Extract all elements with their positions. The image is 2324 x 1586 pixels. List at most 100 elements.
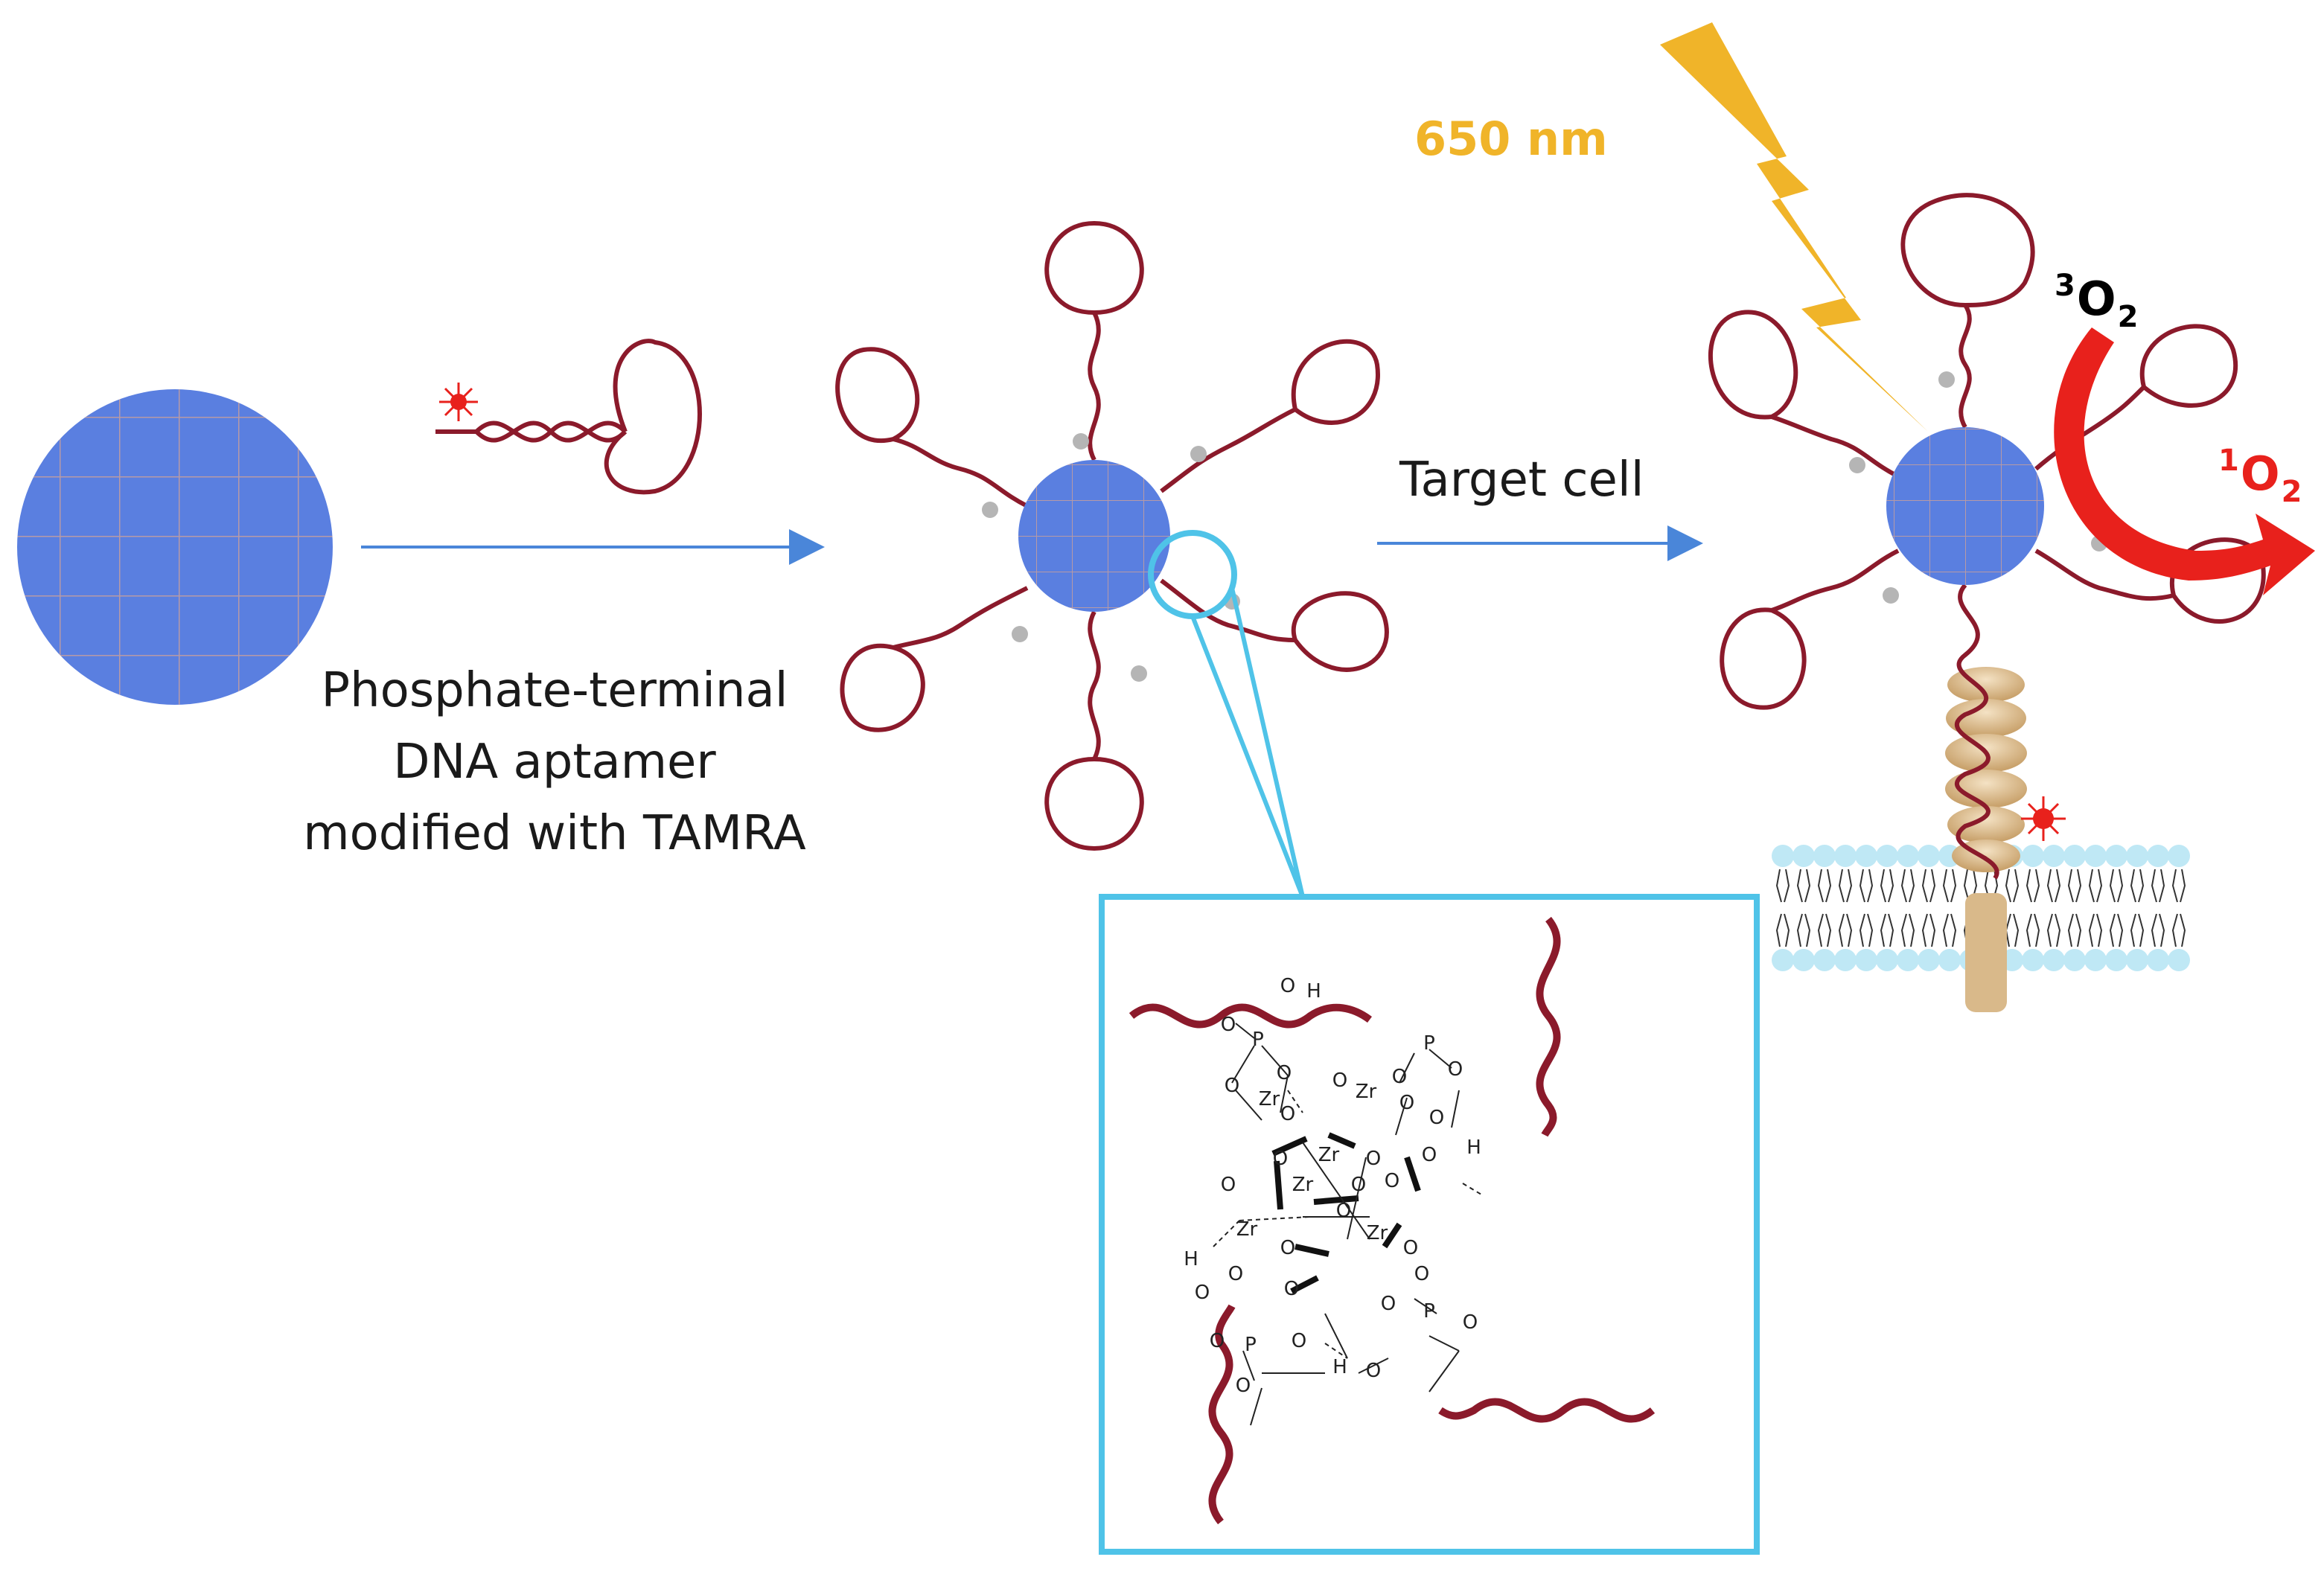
lipid-tail	[2025, 913, 2040, 947]
oxygen-subscript: 2	[2281, 475, 2302, 509]
lipid-head-outer	[2126, 845, 2148, 867]
atom-label: O	[1280, 1237, 1295, 1259]
atom-label: O	[1273, 1148, 1288, 1170]
atom-label: O	[1236, 1375, 1251, 1397]
lipid-head-outer	[2147, 845, 2169, 867]
atom-label: O	[1228, 1263, 1243, 1285]
lipid-head-inner	[2022, 949, 2044, 971]
atom-label: O	[1225, 1075, 1239, 1097]
atom-label: O	[1381, 1293, 1396, 1315]
zr-cluster-structure: O P O H O O O Zr O O P O O O Zr H O O Zr…	[1102, 897, 1757, 1552]
step-2-caption: Target cell	[1399, 453, 1644, 508]
lipid-tail	[1796, 913, 1811, 947]
atom-label: O	[1448, 1058, 1463, 1081]
lipid-tail	[2088, 913, 2103, 947]
lipid-tail	[1942, 869, 1957, 903]
lipid-head-inner	[1938, 949, 1961, 971]
lipid-head-inner	[1855, 949, 1877, 971]
lipid-tail	[1817, 913, 1832, 947]
lipid-head-inner	[2084, 949, 2107, 971]
atom-label: O	[1221, 1174, 1236, 1196]
lipid-tail	[1880, 869, 1894, 903]
bare-mof-particle	[17, 389, 333, 705]
atom-label: O	[1280, 975, 1295, 997]
atom-label: O	[1392, 1066, 1407, 1088]
lipid-tail	[2067, 913, 2082, 947]
atom-label: O	[1336, 1200, 1351, 1222]
lipid-tail	[2130, 913, 2145, 947]
caption-line-3: modified with TAMRA	[303, 806, 806, 861]
atom-label: O	[1221, 1014, 1236, 1036]
lipid-tail	[2130, 869, 2145, 903]
lipid-head-inner	[1772, 949, 1794, 971]
lipid-tail	[1900, 869, 1915, 903]
oxygen-subscript: 2	[2117, 300, 2139, 334]
atom-label: O	[1284, 1278, 1299, 1300]
lipid-head-inner	[1813, 949, 1836, 971]
atom-label: P	[1252, 1029, 1264, 1051]
atom-label: Zr	[1292, 1174, 1314, 1196]
atom-label: Zr	[1236, 1218, 1258, 1241]
tamra-dye-icon	[439, 383, 478, 421]
atom-label: O	[1414, 1263, 1429, 1285]
atom-label: O	[1399, 1092, 1414, 1114]
singlet-oxygen-label: 1O2	[2218, 444, 2302, 509]
lipid-head-outer	[2043, 845, 2065, 867]
lipid-head-outer	[2063, 845, 2086, 867]
caption-line-2: DNA aptamer	[393, 735, 716, 790]
atom-label: P	[1423, 1032, 1435, 1055]
lipid-head-inner	[2126, 949, 2148, 971]
lipid-head-outer	[1876, 845, 1898, 867]
singlet-oxygen-arrow	[2054, 327, 2315, 595]
lipid-tail	[2067, 869, 2082, 903]
lipid-tail	[1859, 869, 1874, 903]
lipid-head-inner	[1834, 949, 1857, 971]
lipid-tail	[1775, 869, 1790, 903]
zoom-connector	[1190, 587, 1305, 898]
lipid-head-inner	[2063, 949, 2086, 971]
lipid-tail	[1775, 913, 1790, 947]
lipid-head-outer	[2022, 845, 2044, 867]
lipid-head-outer	[1772, 845, 1794, 867]
lipid-head-outer	[1813, 845, 1836, 867]
oxygen-superscript: 1	[2218, 444, 2239, 478]
lipid-head-inner	[2168, 949, 2190, 971]
lipid-tail	[1817, 869, 1832, 903]
atom-label: O	[1403, 1237, 1418, 1259]
lipid-tail	[1796, 869, 1811, 903]
atom-label: O	[1351, 1174, 1366, 1196]
atom-label: H	[1184, 1248, 1198, 1270]
atom-label: H	[1466, 1136, 1481, 1159]
caption-line-1: Phosphate-terminal	[321, 663, 788, 718]
lipid-tail	[1921, 913, 1936, 947]
lipid-tail	[2171, 913, 2186, 947]
lipid-head-inner	[1918, 949, 1940, 971]
lipid-head-outer	[1897, 845, 1919, 867]
lipid-tail	[2005, 913, 2020, 947]
lipid-head-outer	[1918, 845, 1940, 867]
lipid-tail	[1838, 869, 1853, 903]
lipid-tail	[2025, 869, 2040, 903]
lipid-head-outer	[2105, 845, 2127, 867]
atom-label: P	[1245, 1334, 1257, 1356]
lipid-head-outer	[1793, 845, 1815, 867]
lipid-tail	[2046, 869, 2061, 903]
lipid-head-outer	[2084, 845, 2107, 867]
atom-label: Zr	[1356, 1081, 1377, 1103]
atom-label: Zr	[1259, 1088, 1280, 1110]
oxygen-symbol: O	[2076, 272, 2116, 326]
atom-label: O	[1332, 1069, 1347, 1092]
free-aptamer	[435, 339, 702, 495]
atom-label: O	[1463, 1311, 1478, 1334]
lipid-tail	[2109, 869, 2124, 903]
lipid-tail	[1838, 913, 1853, 947]
lipid-head-inner	[1876, 949, 1898, 971]
lipid-tail	[1880, 913, 1894, 947]
lipid-head-inner	[2147, 949, 2169, 971]
lipid-head-inner	[2043, 949, 2065, 971]
atom-label: H	[1332, 1356, 1347, 1378]
atom-label: O	[1210, 1330, 1225, 1352]
lipid-head-inner	[1897, 949, 1919, 971]
